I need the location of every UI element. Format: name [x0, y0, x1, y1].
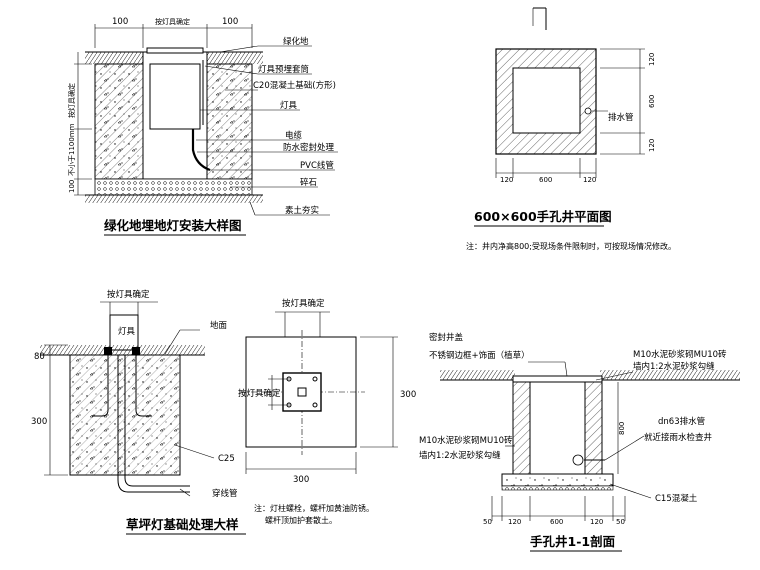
base-note-1: 注：灯柱螺栓，螺杆加黄油防锈。	[254, 503, 374, 513]
hand-hole-plan: 排水管 120 600 120 120 600 120 600×600手孔井平面…	[466, 7, 676, 251]
label-pvc: PVC线管	[300, 160, 334, 171]
label-waterproof: 防水密封处理	[283, 142, 335, 153]
lawn-light-base-plan: 按灯具确定 按灯具确定 300 300 注：灯柱螺栓，螺杆加黄油防锈。 螺杆顶加…	[238, 298, 416, 525]
section-height: 800	[618, 422, 626, 435]
lawn-top-label: 按灯具确定	[107, 289, 150, 300]
dim-depth: 不小于1100mm	[67, 123, 76, 176]
section-pipe-2: 就近接雨水检查井	[644, 432, 712, 443]
dim-gravel-100: 100	[68, 180, 76, 193]
plan-vdim-1: 600	[648, 95, 656, 108]
plan-vdim-0: 120	[648, 53, 656, 66]
plan-dim-bottom: 300	[293, 475, 309, 485]
hand-hole-section: 800 密封井盖 不锈钢边框+饰面（植草） M10水泥砂浆砌MU10砖 墙内1:…	[419, 332, 740, 552]
title-buried-light: 绿化地埋地灯安装大样图	[104, 218, 242, 233]
plan-dim-right: 300	[400, 390, 416, 400]
lawn-ground-label: 地面	[210, 320, 228, 331]
plan-hdim-0: 120	[500, 176, 513, 184]
buried-light-detail: 100 按灯具确定 100 按灯具确定 不小于1100mm 100 绿化地	[67, 17, 338, 236]
plan-side-label: 按灯具确定	[238, 388, 281, 399]
label-green-ground: 绿化地	[283, 36, 309, 47]
section-wall-1: M10水泥砂浆砌MU10砖	[633, 349, 727, 360]
section-bdim-0: 50	[483, 518, 492, 526]
section-wall-2: 墙内1:2水泥砂浆勾缝	[633, 361, 715, 372]
section-left-2: 墙内1:2水泥砂浆勾缝	[419, 450, 501, 461]
plan-note: 注：井内净高800;受现场条件限制时，可按现场情况修改。	[466, 241, 676, 251]
base-note-2: 螺杆顶加护套散土。	[265, 515, 337, 525]
plan-hdim-2: 120	[583, 176, 596, 184]
section-cover-2: 不锈钢边框+饰面（植草）	[429, 350, 530, 361]
title-hand-hole-section: 手孔井1-1剖面	[530, 534, 616, 549]
label-cable: 电缆	[285, 130, 303, 141]
section-left-1: M10水泥砂浆砌MU10砖	[419, 435, 513, 446]
dim-mid-lamp: 按灯具确定	[155, 17, 190, 26]
dim-vertical-lamp: 按灯具确定	[67, 83, 76, 118]
section-cover-1: 密封井盖	[429, 332, 464, 343]
lawn-dim-80: 80	[34, 352, 45, 362]
lawn-c25-label: C25	[218, 454, 235, 464]
section-bdim-4: 50	[616, 518, 625, 526]
label-lamp: 灯具	[280, 100, 298, 111]
title-lawn-light: 草坪灯基础处理大样	[126, 517, 239, 532]
plan-hdim-1: 600	[539, 176, 552, 184]
lawn-light-foundation: 按灯具确定 灯具 地面 80 300 C25 穿线管 草坪灯基础	[31, 289, 246, 535]
section-bdim-2: 600	[550, 518, 563, 526]
plan-top-label: 按灯具确定	[282, 298, 325, 309]
section-c15: C15混凝土	[655, 493, 698, 504]
label-compacted-soil: 素土夯实	[285, 205, 319, 216]
lawn-lamp-label: 灯具	[118, 326, 136, 337]
label-c20-base: C20混凝土基础(方形)	[253, 80, 336, 91]
label-gravel: 碎石	[300, 177, 317, 188]
lawn-pipe-label: 穿线管	[212, 488, 238, 499]
title-hand-hole-plan: 600×600手孔井平面图	[474, 209, 612, 224]
dim-right-100: 100	[222, 17, 238, 27]
dim-left-100: 100	[112, 17, 128, 27]
section-bdim-3: 120	[590, 518, 603, 526]
plan-vdim-2: 120	[648, 139, 656, 152]
section-pipe-1: dn63排水管	[658, 416, 705, 427]
label-sleeve: 灯具预埋套筒	[258, 64, 309, 75]
lawn-dim-300: 300	[31, 417, 47, 427]
section-bdim-1: 120	[508, 518, 521, 526]
label-drain-pipe: 排水管	[608, 112, 634, 123]
